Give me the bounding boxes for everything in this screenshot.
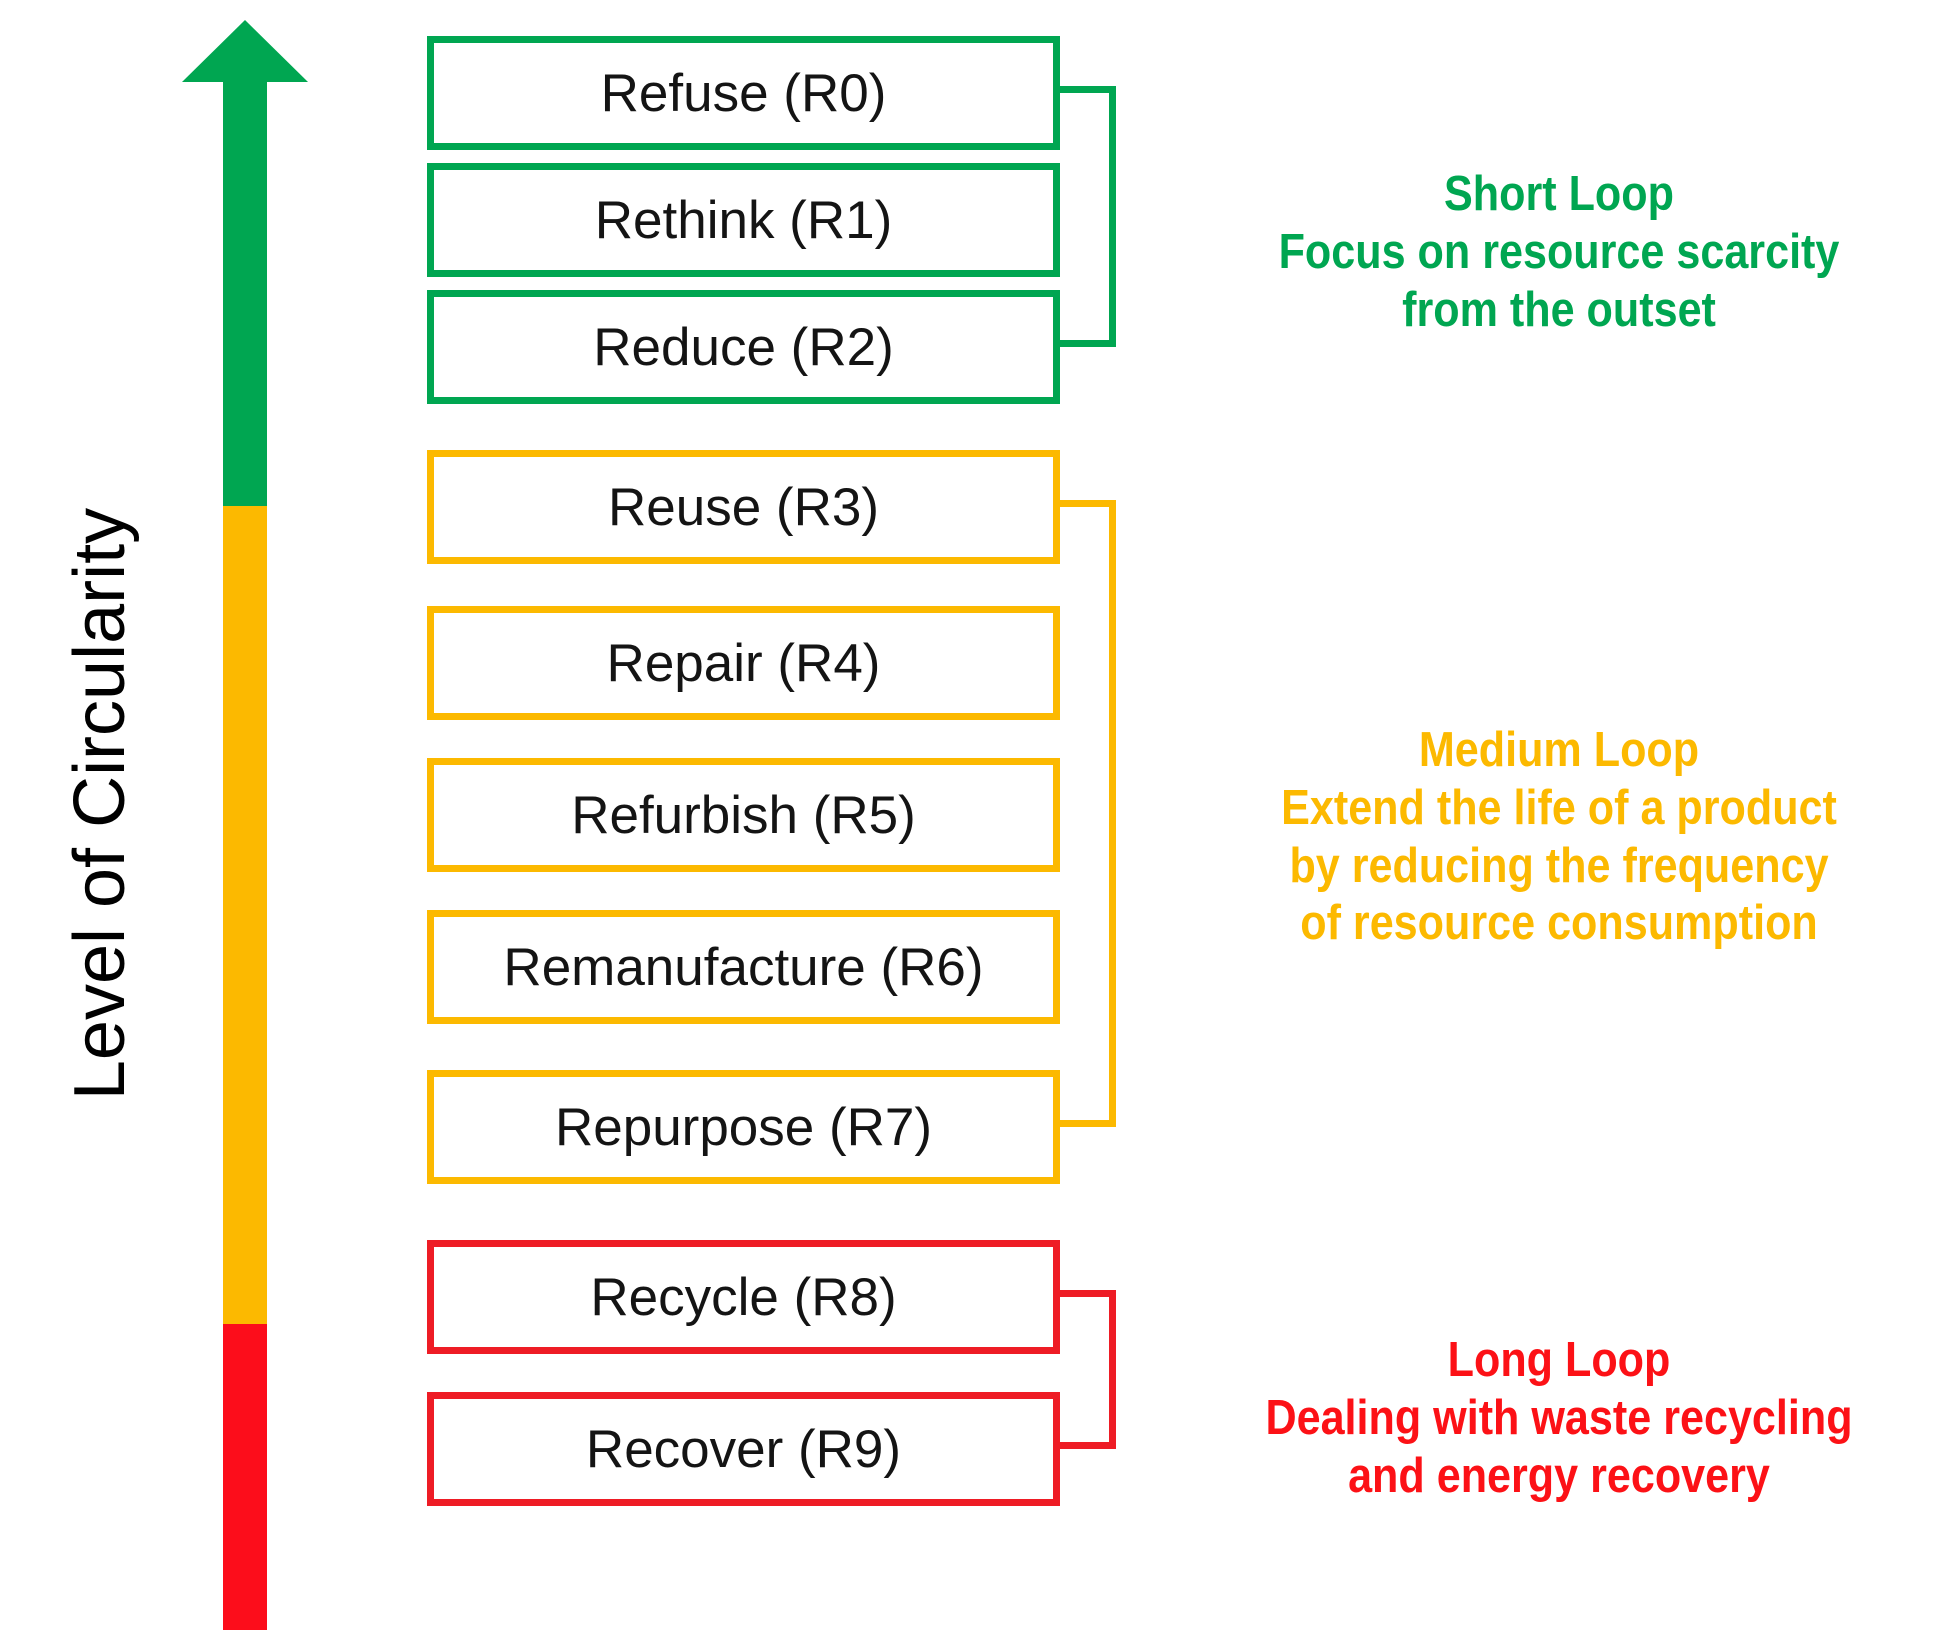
strategy-label-r2: Reduce (R2) xyxy=(593,317,894,377)
strategy-label-r4: Repair (R4) xyxy=(606,633,881,693)
strategy-box-r6[interactable]: Remanufacture (R6) xyxy=(427,910,1060,1024)
caption-short-loop-line-2: Focus on resource scarcity xyxy=(1278,224,1840,279)
strategy-box-r9[interactable]: Recover (R9) xyxy=(427,1392,1060,1506)
caption-long-loop-line-1: Long Loop xyxy=(1447,1333,1671,1387)
caption-short-loop: Short Loop Focus on resource scarcity fr… xyxy=(1225,166,1892,339)
strategy-box-r3[interactable]: Reuse (R3) xyxy=(427,450,1060,564)
caption-medium-loop: Medium Loop Extend the life of a product… xyxy=(1225,722,1892,953)
strategy-box-r8[interactable]: Recycle (R8) xyxy=(427,1240,1060,1354)
strategy-label-r8: Recycle (R8) xyxy=(590,1267,897,1327)
caption-short-loop-line-1: Short Loop xyxy=(1444,167,1674,221)
arrow-shaft xyxy=(223,78,267,1630)
caption-medium-loop-line-1: Medium Loop xyxy=(1418,723,1700,777)
strategy-box-r0[interactable]: Refuse (R0) xyxy=(427,36,1060,150)
strategy-box-r5[interactable]: Refurbish (R5) xyxy=(427,758,1060,872)
strategy-box-r1[interactable]: Rethink (R1) xyxy=(427,163,1060,277)
caption-short-loop-line-3: from the outset xyxy=(1402,282,1716,337)
bracket-medium-loop xyxy=(1054,500,1116,1127)
caption-medium-loop-line-2: Extend the life of a product xyxy=(1281,780,1837,835)
strategy-box-r4[interactable]: Repair (R4) xyxy=(427,606,1060,720)
strategy-box-r2[interactable]: Reduce (R2) xyxy=(427,290,1060,404)
bracket-short-loop xyxy=(1054,86,1116,347)
strategy-label-r9: Recover (R9) xyxy=(585,1419,902,1479)
axis-label-level-of-circularity: Level of Circularity xyxy=(60,507,140,1101)
strategy-label-r0: Refuse (R0) xyxy=(600,63,887,123)
arrow-head-icon xyxy=(182,20,308,82)
strategy-label-r3: Reuse (R3) xyxy=(608,477,879,537)
caption-medium-loop-line-3: by reducing the frequency xyxy=(1289,838,1829,893)
strategy-box-r7[interactable]: Repurpose (R7) xyxy=(427,1070,1060,1184)
caption-long-loop-line-2: Dealing with waste recycling xyxy=(1265,1390,1853,1445)
strategy-label-r1: Rethink (R1) xyxy=(594,190,893,250)
circularity-gradient-arrow xyxy=(182,20,308,1630)
gradient-segment-red xyxy=(223,1324,267,1630)
gradient-segment-green xyxy=(223,78,267,507)
bracket-long-loop xyxy=(1054,1290,1116,1449)
strategy-label-r6: Remanufacture (R6) xyxy=(503,937,984,997)
gradient-segment-yellow xyxy=(223,506,267,1325)
caption-medium-loop-line-4: of resource consumption xyxy=(1300,896,1818,951)
strategy-label-r5: Refurbish (R5) xyxy=(571,785,916,845)
caption-long-loop: Long Loop Dealing with waste recycling a… xyxy=(1225,1332,1892,1505)
strategy-label-r7: Repurpose (R7) xyxy=(554,1097,933,1157)
caption-long-loop-line-3: and energy recovery xyxy=(1348,1448,1770,1503)
